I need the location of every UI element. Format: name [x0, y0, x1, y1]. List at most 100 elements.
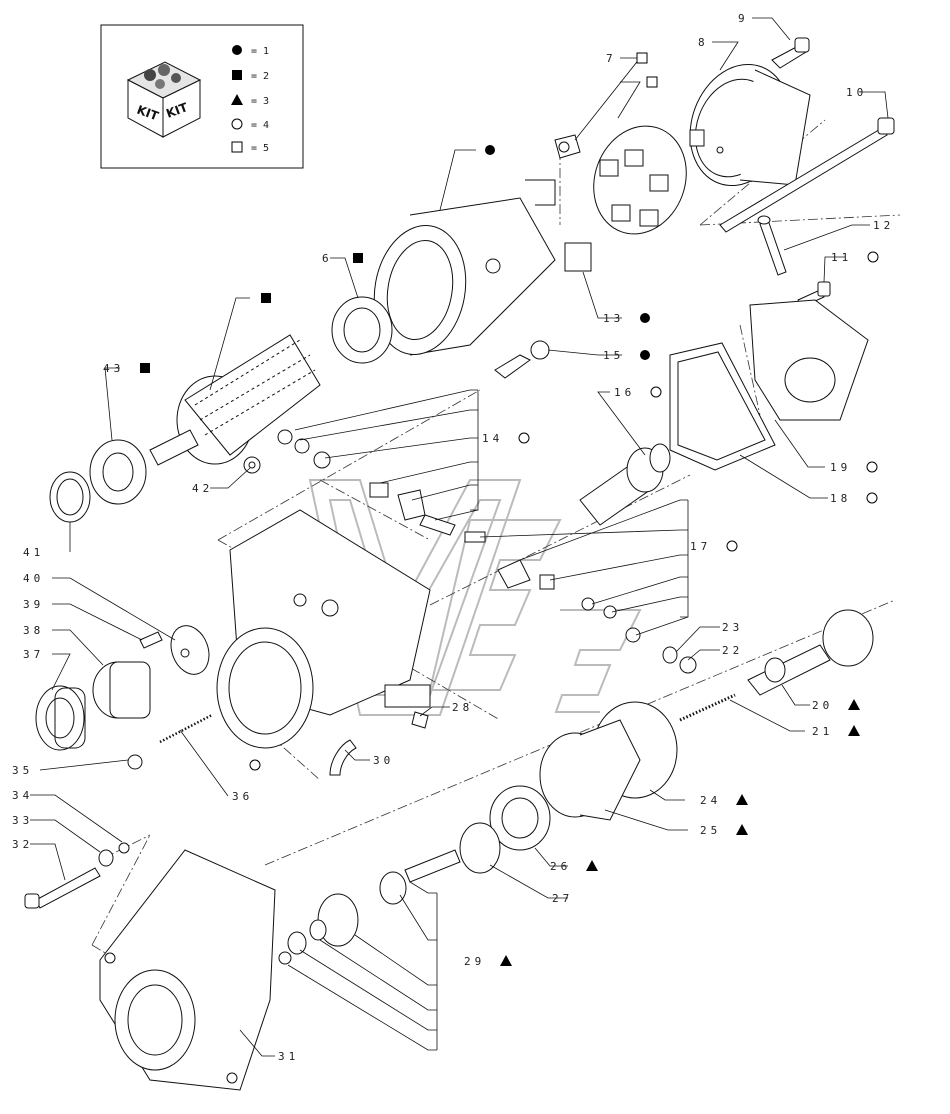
- part-22-nut: [679, 656, 697, 674]
- callout-10: 10: [846, 86, 867, 99]
- open-circle-icon: [518, 432, 530, 444]
- part-30-fitting: [329, 739, 357, 776]
- callout-36: 36: [232, 790, 253, 803]
- legend-entry-4: = 4: [231, 118, 269, 131]
- part-16-plunger: [579, 443, 671, 526]
- part-32-bolt: [24, 867, 101, 909]
- part-19-cover: [749, 299, 869, 421]
- open-circle-icon: [866, 492, 878, 504]
- filled-triangle-icon: [736, 794, 748, 805]
- watermark-logo: [308, 479, 642, 716]
- legend-entry-5: = 5: [231, 141, 269, 154]
- part-9-screw: [771, 37, 810, 69]
- part-33-washer: [98, 849, 114, 867]
- open-square-icon: [646, 76, 658, 88]
- part-27-disc: [459, 822, 501, 874]
- filled-triangle-icon: [736, 824, 748, 835]
- part-23-washer: [662, 646, 678, 664]
- open-circle-icon: [866, 461, 878, 473]
- legend-label: = 1: [251, 46, 269, 57]
- callout-32: 32: [12, 838, 33, 851]
- filled-square-icon: [353, 253, 363, 263]
- callout-6: 6: [322, 252, 333, 265]
- part-29-shaft-set: [278, 849, 461, 965]
- open-square-icon: [231, 141, 243, 153]
- callout-labels: 9871012111315161464342414039383735363433…: [12, 12, 894, 1063]
- kit-box-icon: KIT KIT: [126, 61, 202, 138]
- part-36-spring: [159, 713, 213, 744]
- filled-circle-icon: [485, 145, 495, 155]
- callout-18: 18: [830, 492, 851, 505]
- callout-35: 35: [12, 764, 33, 777]
- filled-triangle-icon: [500, 955, 512, 966]
- open-square-icon: [636, 52, 648, 64]
- callout-33: 33: [12, 814, 33, 827]
- callout-39: 39: [23, 598, 44, 611]
- callout-20: 20: [812, 699, 833, 712]
- legend-label: = 4: [251, 120, 269, 131]
- callout-9: 9: [738, 12, 749, 25]
- filled-triangle-icon: [586, 860, 598, 871]
- filled-square-icon: [261, 293, 271, 303]
- legend-entry-1: = 1: [232, 45, 269, 57]
- part-7-nut: [554, 134, 581, 159]
- filled-circle-icon: [640, 350, 650, 360]
- callout-11: 11: [831, 251, 852, 264]
- part-35-ball: [127, 754, 143, 770]
- filled-triangle-icon: [848, 725, 860, 736]
- legend-entry-2: = 2: [232, 70, 269, 82]
- part-31-front-housing: [99, 849, 276, 1091]
- callout-26: 26: [550, 860, 571, 873]
- part-38-collar: [92, 661, 151, 719]
- filled-square-icon: [140, 363, 150, 373]
- part-17-terminal-set: [464, 531, 641, 643]
- part-41-ring: [49, 471, 91, 523]
- part-20-pinion-shaft: [747, 609, 874, 696]
- callout-13: 13: [603, 312, 624, 325]
- part-26-bearing: [489, 785, 551, 851]
- filled-circle-icon: [640, 313, 650, 323]
- callout-21: 21: [812, 725, 833, 738]
- callout-16: 16: [614, 386, 635, 399]
- part-39-pin: [139, 631, 163, 649]
- part-21-spring: [679, 693, 736, 722]
- part-10-through-bolt: [719, 117, 895, 233]
- part-main-housing: [216, 509, 431, 749]
- callout-24: 24: [700, 794, 721, 807]
- part-12-pin: [757, 215, 787, 276]
- part-18-gasket: [669, 342, 776, 471]
- part-42-nut: [243, 456, 261, 474]
- part-40-washer: [170, 625, 210, 675]
- open-circle-icon: [249, 759, 261, 771]
- callout-43: 43: [103, 362, 124, 375]
- callout-41: 41: [23, 546, 44, 559]
- filled-circle-icon: [232, 45, 242, 55]
- legend-entry-3: = 3: [231, 94, 269, 107]
- part-43-bearing: [89, 439, 147, 505]
- part-field-frame: [373, 179, 592, 356]
- part-brush-plate: [593, 125, 687, 235]
- callout-17: 17: [690, 540, 711, 553]
- callout-37: 37: [23, 648, 44, 661]
- callout-22: 22: [722, 644, 743, 657]
- open-circle-icon: [867, 251, 879, 263]
- filled-triangle-icon: [848, 699, 860, 710]
- callout-42: 42: [192, 482, 213, 495]
- callout-12: 12: [873, 219, 894, 232]
- open-circle-icon: [231, 118, 243, 130]
- callout-28: 28: [452, 701, 473, 714]
- legend-label: = 5: [251, 143, 269, 154]
- open-circle-icon: [726, 540, 738, 552]
- filled-square-icon: [232, 70, 242, 80]
- open-circle-icon: [650, 386, 662, 398]
- callout-27: 27: [552, 892, 573, 905]
- callout-8: 8: [698, 36, 709, 49]
- callout-15: 15: [603, 349, 624, 362]
- part-6-bearing: [331, 296, 393, 364]
- part-28-fitting: [384, 684, 431, 729]
- callout-23: 23: [722, 621, 743, 634]
- callout-25: 25: [700, 824, 721, 837]
- callout-14: 14: [482, 432, 503, 445]
- legend-label: = 3: [251, 96, 269, 107]
